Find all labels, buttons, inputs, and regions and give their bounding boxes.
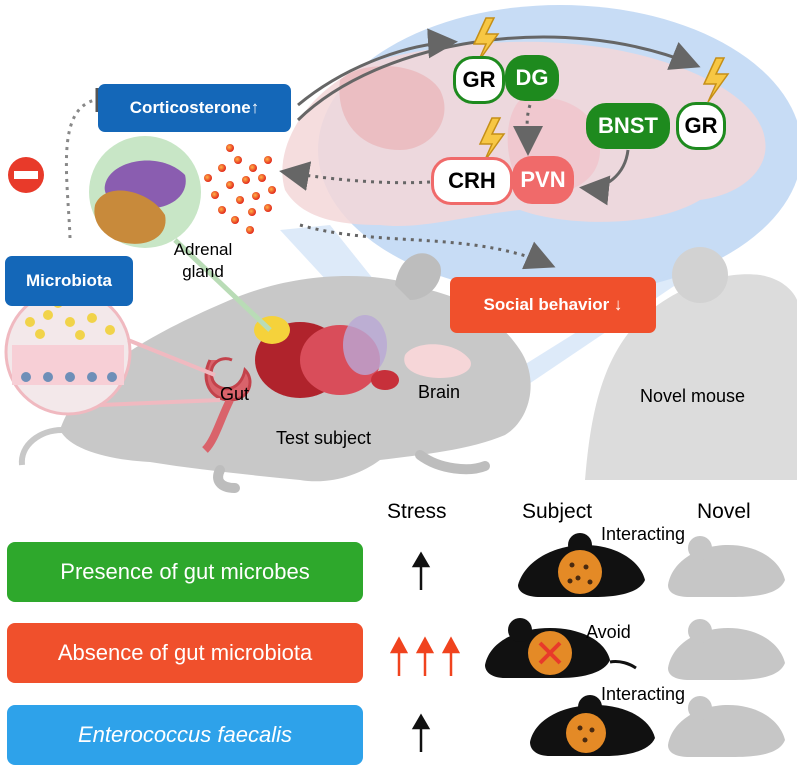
novel-mouse-row3 — [668, 696, 785, 757]
lightning-icon — [472, 17, 730, 163]
stress-arrow-row1 — [411, 551, 431, 590]
brain-label: Brain — [418, 382, 461, 402]
novel-mouse-label: Novel mouse — [640, 386, 746, 406]
header-subject: Subject — [522, 500, 593, 523]
header-novel: Novel — [697, 500, 751, 523]
test-subject-tail — [18, 427, 63, 466]
novel-mouse-row1 — [668, 536, 785, 597]
behavior-row3: Interacting — [601, 684, 686, 704]
arrow-dg-to-pvn — [512, 104, 543, 156]
epithelial-nuclei — [21, 372, 117, 382]
adrenal-gland-label: Adrenal gland — [173, 240, 233, 281]
inhibit-icon-bar — [14, 171, 38, 179]
gut-zoom-line-2 — [99, 398, 221, 407]
stress-arrow-row3 — [411, 713, 431, 752]
test-subject-foot — [415, 450, 490, 475]
novel-mouse-ear — [672, 247, 728, 303]
subject-mouse-row2 — [485, 618, 637, 678]
corticosterone-particles — [204, 144, 276, 234]
node-dg: DG — [505, 55, 559, 101]
inhibit-line — [64, 98, 96, 239]
subject-mouse-row3 — [530, 695, 655, 756]
gut-zoom-line — [127, 338, 216, 377]
cerebellum-illustration — [339, 66, 445, 150]
organ-gut — [204, 357, 252, 402]
node-gr-1: GR — [453, 56, 505, 104]
header-stress: Stress — [387, 500, 447, 523]
adrenal-zoom-line — [173, 238, 272, 332]
microbiota-label: Microbiota — [5, 256, 133, 306]
node-pvn: PVN — [512, 156, 574, 204]
arrow-bnst-to-pvn — [579, 149, 630, 206]
row-presence: Presence of gut microbes — [7, 542, 363, 602]
stress-arrow-row2 — [389, 636, 461, 676]
subject-mouse-row1 — [518, 533, 645, 597]
arrow-cort-to-gr — [297, 28, 458, 107]
row-absence: Absence of gut microbiota — [7, 623, 363, 683]
test-subject-foot-2 — [213, 465, 240, 493]
brain-small — [404, 344, 471, 378]
organ-lung — [343, 315, 387, 375]
corticosterone-label: Corticosterone↑ — [98, 84, 291, 132]
node-gr-2: GR — [676, 102, 726, 150]
behavior-row1: Interacting — [601, 524, 686, 544]
gut-label: Gut — [220, 384, 250, 404]
novel-mouse-row2 — [668, 619, 785, 680]
organ-heart — [371, 370, 399, 390]
social-behavior-label: Social behavior ↓ — [450, 277, 656, 333]
node-bnst: BNST — [586, 103, 670, 149]
organ-intestine — [201, 398, 234, 453]
row-enterococcus: Enterococcus faecalis — [7, 705, 363, 765]
kidney-tissue — [94, 190, 166, 244]
arrow-crh-to-adrenal — [279, 161, 431, 191]
test-subject-ear — [395, 253, 441, 300]
behavior-row2: Avoid — [586, 622, 631, 642]
test-subject-label: Test subject — [276, 428, 372, 448]
node-crh: CRH — [431, 157, 513, 205]
